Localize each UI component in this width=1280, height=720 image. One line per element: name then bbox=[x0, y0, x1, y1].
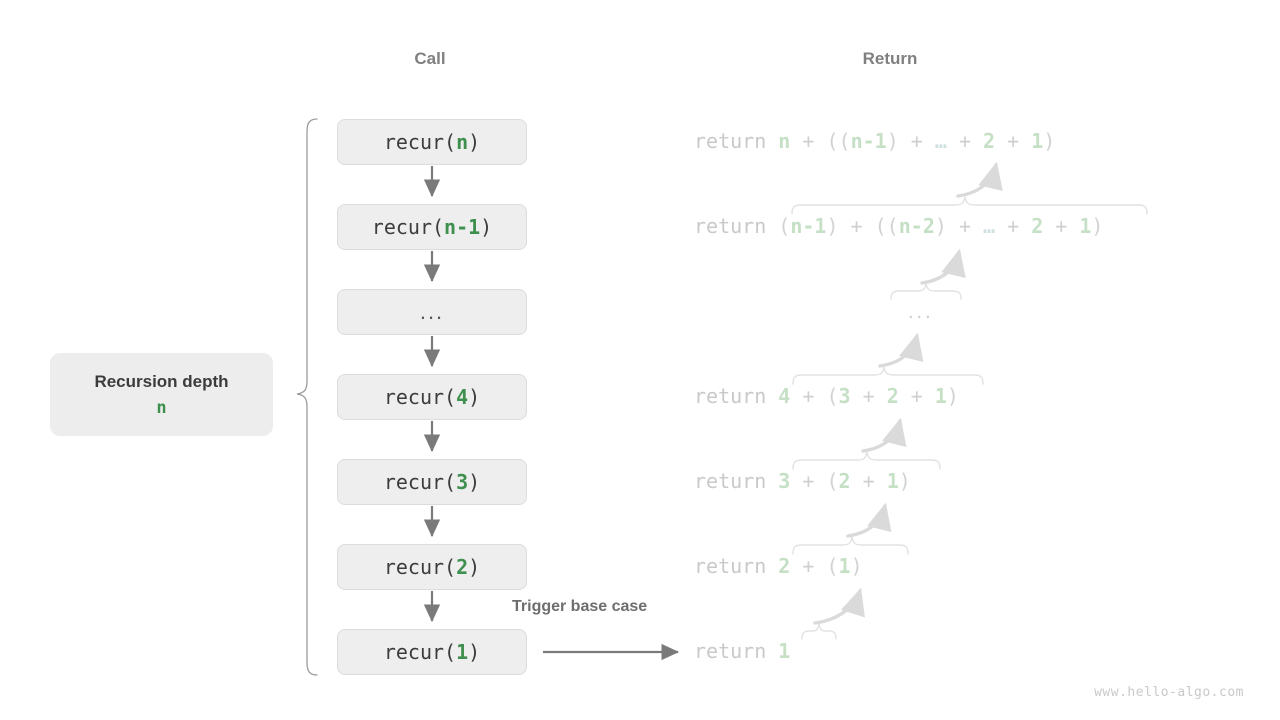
return-curve-4-to-3 bbox=[878, 332, 924, 368]
return-curve-2-to-1 bbox=[956, 161, 1003, 198]
call-box-prefix: recur( bbox=[383, 640, 457, 664]
call-box-arg: 2 bbox=[456, 555, 469, 579]
return-keyword: return bbox=[694, 214, 767, 238]
call-box-prefix: recur( bbox=[383, 555, 457, 579]
return-curve-6-to-5 bbox=[846, 502, 892, 538]
call-box-recur-1[interactable]: recur(1) bbox=[337, 629, 527, 675]
return-keyword: return bbox=[694, 384, 767, 408]
call-box-recur-3[interactable]: recur(3) bbox=[337, 459, 527, 505]
call-box-suffix: ) bbox=[468, 640, 481, 664]
return-brace-3 bbox=[890, 283, 962, 300]
return-curve-7-to-6 bbox=[813, 587, 865, 625]
return-row-6: return 2 + (1) bbox=[694, 554, 863, 578]
return-row-7: return 1 bbox=[694, 641, 790, 661]
return-brace-6 bbox=[792, 536, 909, 555]
recursion-depth-value: n bbox=[156, 397, 167, 418]
return-keyword: return bbox=[694, 554, 767, 578]
return-brace-7 bbox=[801, 623, 837, 640]
trigger-base-case-label: Trigger base case bbox=[512, 598, 648, 615]
call-box-suffix: ) bbox=[468, 470, 481, 494]
return-curve-5-to-4 bbox=[861, 417, 907, 453]
return-row-ellipsis: ... bbox=[908, 301, 934, 323]
call-box-ellipsis-label: ... bbox=[419, 299, 445, 324]
return-keyword: return bbox=[694, 639, 767, 663]
recursion-depth-box: Recursion depth n bbox=[50, 353, 273, 436]
return-row-5: return 3 + (2 + 1) bbox=[694, 469, 911, 493]
call-box-prefix: recur( bbox=[383, 130, 457, 154]
call-box-suffix: ) bbox=[468, 130, 481, 154]
return-term: 3 bbox=[778, 469, 791, 493]
return-brace-4 bbox=[792, 366, 984, 385]
return-row-4: return 4 + (3 + 2 + 1) bbox=[694, 384, 959, 408]
call-box-suffix: ) bbox=[468, 385, 481, 409]
return-term: 4 bbox=[778, 384, 791, 408]
call-box-prefix: recur( bbox=[371, 215, 445, 239]
column-header-call: Call bbox=[414, 49, 446, 68]
return-brace-2 bbox=[791, 196, 1148, 215]
call-box-recur-n[interactable]: recur(n) bbox=[337, 119, 527, 165]
call-box-arg: n-1 bbox=[444, 215, 481, 239]
return-curve-3-to-2 bbox=[920, 248, 966, 285]
call-box-arg: 3 bbox=[456, 470, 469, 494]
call-box-prefix: recur( bbox=[383, 470, 457, 494]
call-box-suffix: ) bbox=[480, 215, 493, 239]
call-box-arg: 4 bbox=[456, 385, 469, 409]
call-box-recur-2[interactable]: recur(2) bbox=[337, 544, 527, 590]
call-box-recur-n-1[interactable]: recur(n-1) bbox=[337, 204, 527, 250]
return-keyword: return bbox=[694, 469, 767, 493]
return-row-1: return n + ((n-1) + … + 2 + 1) bbox=[694, 129, 1056, 153]
call-box-arg: 1 bbox=[456, 640, 469, 664]
call-box-prefix: recur( bbox=[383, 385, 457, 409]
return-term: n-1 bbox=[790, 214, 827, 238]
recursion-depth-title: Recursion depth bbox=[94, 371, 229, 391]
column-header-return: Return bbox=[862, 49, 918, 68]
call-box-recur-4[interactable]: recur(4) bbox=[337, 374, 527, 420]
call-box-ellipsis: ... bbox=[337, 289, 527, 335]
return-row-2: return (n-1) + ((n-2) + … + 2 + 1) bbox=[694, 214, 1104, 238]
call-box-arg: n bbox=[456, 130, 469, 154]
call-box-suffix: ) bbox=[468, 555, 481, 579]
return-term: n bbox=[778, 129, 791, 153]
return-brace-5 bbox=[792, 451, 941, 470]
watermark: www.hello-algo.com bbox=[1094, 685, 1244, 700]
return-term: 2 bbox=[778, 554, 791, 578]
recursion-depth-brace bbox=[296, 118, 318, 676]
return-term: 1 bbox=[778, 639, 791, 663]
return-keyword: return bbox=[694, 129, 767, 153]
